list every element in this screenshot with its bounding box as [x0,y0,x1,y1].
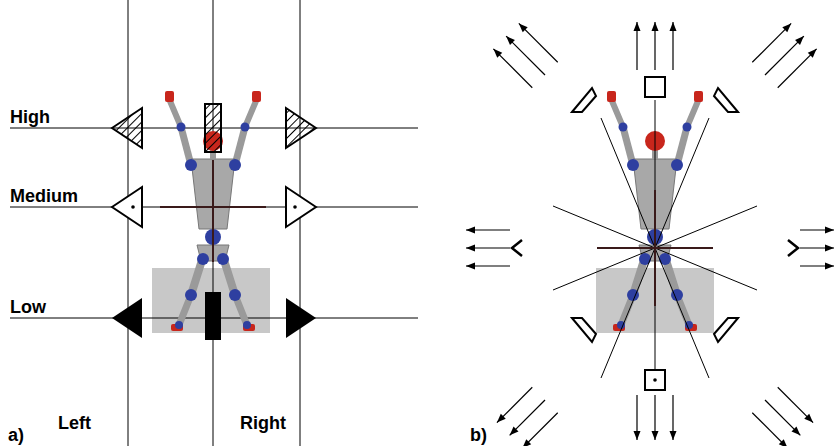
arrow-head [825,245,834,252]
arrow-head [634,22,641,31]
arrow-head [466,245,475,252]
arrow-head [522,439,531,446]
axis-label: Right [240,414,286,432]
arrow-head [466,263,475,270]
arrow-head [825,263,834,270]
panel-label: b) [470,426,487,444]
direction-arrow [765,36,804,75]
panel-label: a) [8,426,24,444]
direction-arrow [752,23,791,62]
arrow-head [493,49,502,58]
direction-arrow [752,413,787,446]
direction-arrow [497,387,532,422]
axis-label: Medium [10,187,78,205]
direction-arrow [778,49,817,88]
arrow-head [670,22,677,31]
arrow-head [634,431,641,440]
axis-label: Left [58,414,91,432]
arrow-head [808,49,817,58]
direction-arrow [506,36,545,75]
arrow-head [795,36,804,45]
arrow-head [792,427,801,436]
arrow-head [779,439,788,446]
axis-label: High [10,108,50,126]
arrow-head [670,431,677,440]
direction-arrow [519,23,558,62]
arrow-head [519,23,528,32]
arrow-head [506,36,515,45]
arrow-head [825,227,834,234]
arrow-head [782,23,791,32]
arrow-head [510,427,519,436]
arrow-head [652,22,659,31]
direction-arrow [493,49,532,88]
axis-label: Low [10,298,46,316]
arrow-head [466,227,475,234]
arrow-head [804,414,813,423]
arrow-head [652,431,659,440]
arrow-head [497,414,506,423]
